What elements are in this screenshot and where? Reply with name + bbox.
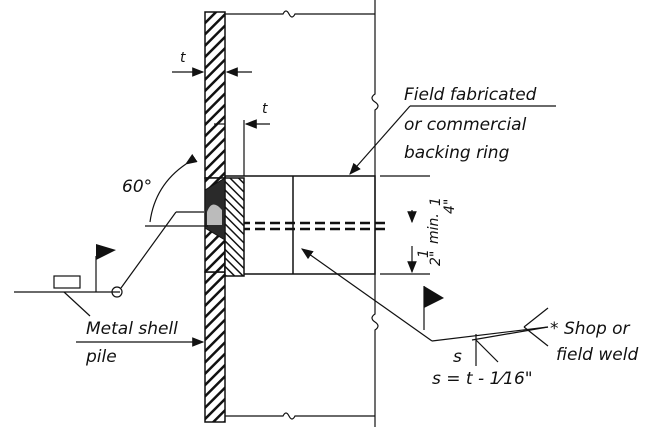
- left-weld-symbol: [14, 211, 204, 317]
- angle-60-dimension: [145, 153, 208, 227]
- weld-bead: [224, 177, 245, 277]
- top-break-line: [225, 10, 375, 18]
- dim-t-ring: [214, 119, 270, 176]
- weld-note-star: *: [550, 319, 559, 339]
- dim-t-top-label: t: [180, 50, 186, 66]
- right-weld-flag: [424, 286, 444, 308]
- gap-bottom-value: 1: [416, 249, 432, 258]
- backing-ring-label-2: or commercial: [404, 115, 527, 135]
- formula-label: s = t - 1⁄16": [432, 369, 533, 389]
- backing-ring-label-3: backing ring: [404, 143, 510, 163]
- weld-note-line2: field weld: [556, 345, 638, 365]
- gap-bottom-min: min.: [426, 213, 442, 244]
- weld-root: [207, 204, 222, 225]
- angle-60-label: 60°: [122, 177, 152, 197]
- pile-wall-lower: [204, 271, 226, 423]
- pile-label-2: pile: [85, 347, 117, 367]
- pile-label-1: Metal shell: [86, 319, 178, 339]
- bottom-break-line: [225, 412, 375, 420]
- gap-top-value: 1: [428, 197, 444, 206]
- left-weld-flag: [96, 244, 116, 260]
- dim-t-ring-label: t: [262, 101, 268, 117]
- backing-ring-label-1: Field fabricated: [404, 85, 537, 105]
- gap-dimensions: [380, 175, 430, 275]
- backing-ring: [224, 175, 376, 275]
- backing-ring-leader: [349, 105, 556, 175]
- right-weld-symbol: [301, 248, 549, 366]
- gap-top-unit: 4": [442, 199, 458, 214]
- gap-bottom-unit: 2": [428, 251, 444, 266]
- s-symbol: s: [453, 347, 462, 367]
- pile-wall-upper: [204, 11, 226, 179]
- weld-note-line1: Shop or: [564, 319, 631, 339]
